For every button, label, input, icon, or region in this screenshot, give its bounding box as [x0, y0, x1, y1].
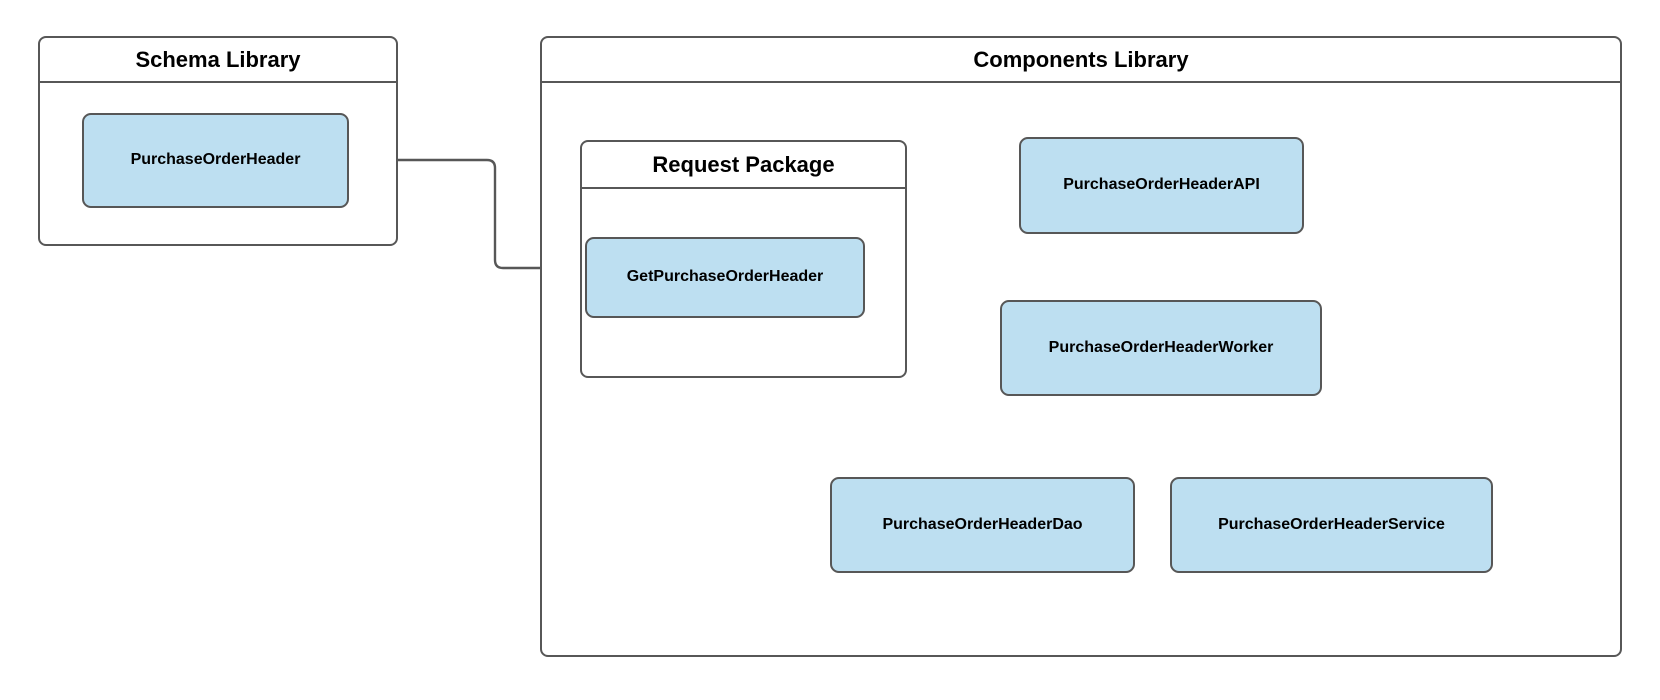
- node-purchase-order-header-dao[interactable]: PurchaseOrderHeaderDao: [830, 477, 1135, 573]
- node-purchase-order-header[interactable]: PurchaseOrderHeader: [82, 113, 349, 208]
- node-label-purchase-order-header-worker: PurchaseOrderHeaderWorker: [1048, 338, 1274, 356]
- node-label-get-purchase-order-header: GetPurchaseOrderHeader: [626, 268, 824, 286]
- node-purchase-order-header-service[interactable]: PurchaseOrderHeaderService: [1170, 477, 1493, 573]
- container-title-schema-library: Schema Library: [40, 38, 396, 83]
- node-purchase-order-header-worker[interactable]: PurchaseOrderHeaderWorker: [1000, 300, 1322, 396]
- node-get-purchase-order-header[interactable]: GetPurchaseOrderHeader: [585, 237, 865, 318]
- container-title-request-package: Request Package: [582, 142, 905, 189]
- node-purchase-order-header-api[interactable]: PurchaseOrderHeaderAPI: [1019, 137, 1304, 234]
- container-title-components-library: Components Library: [542, 38, 1620, 83]
- node-label-purchase-order-header-api: PurchaseOrderHeaderAPI: [1063, 176, 1260, 194]
- node-label-purchase-order-header: PurchaseOrderHeader: [130, 151, 301, 169]
- node-label-purchase-order-header-service: PurchaseOrderHeaderService: [1218, 515, 1445, 533]
- node-label-purchase-order-header-dao: PurchaseOrderHeaderDao: [882, 515, 1083, 533]
